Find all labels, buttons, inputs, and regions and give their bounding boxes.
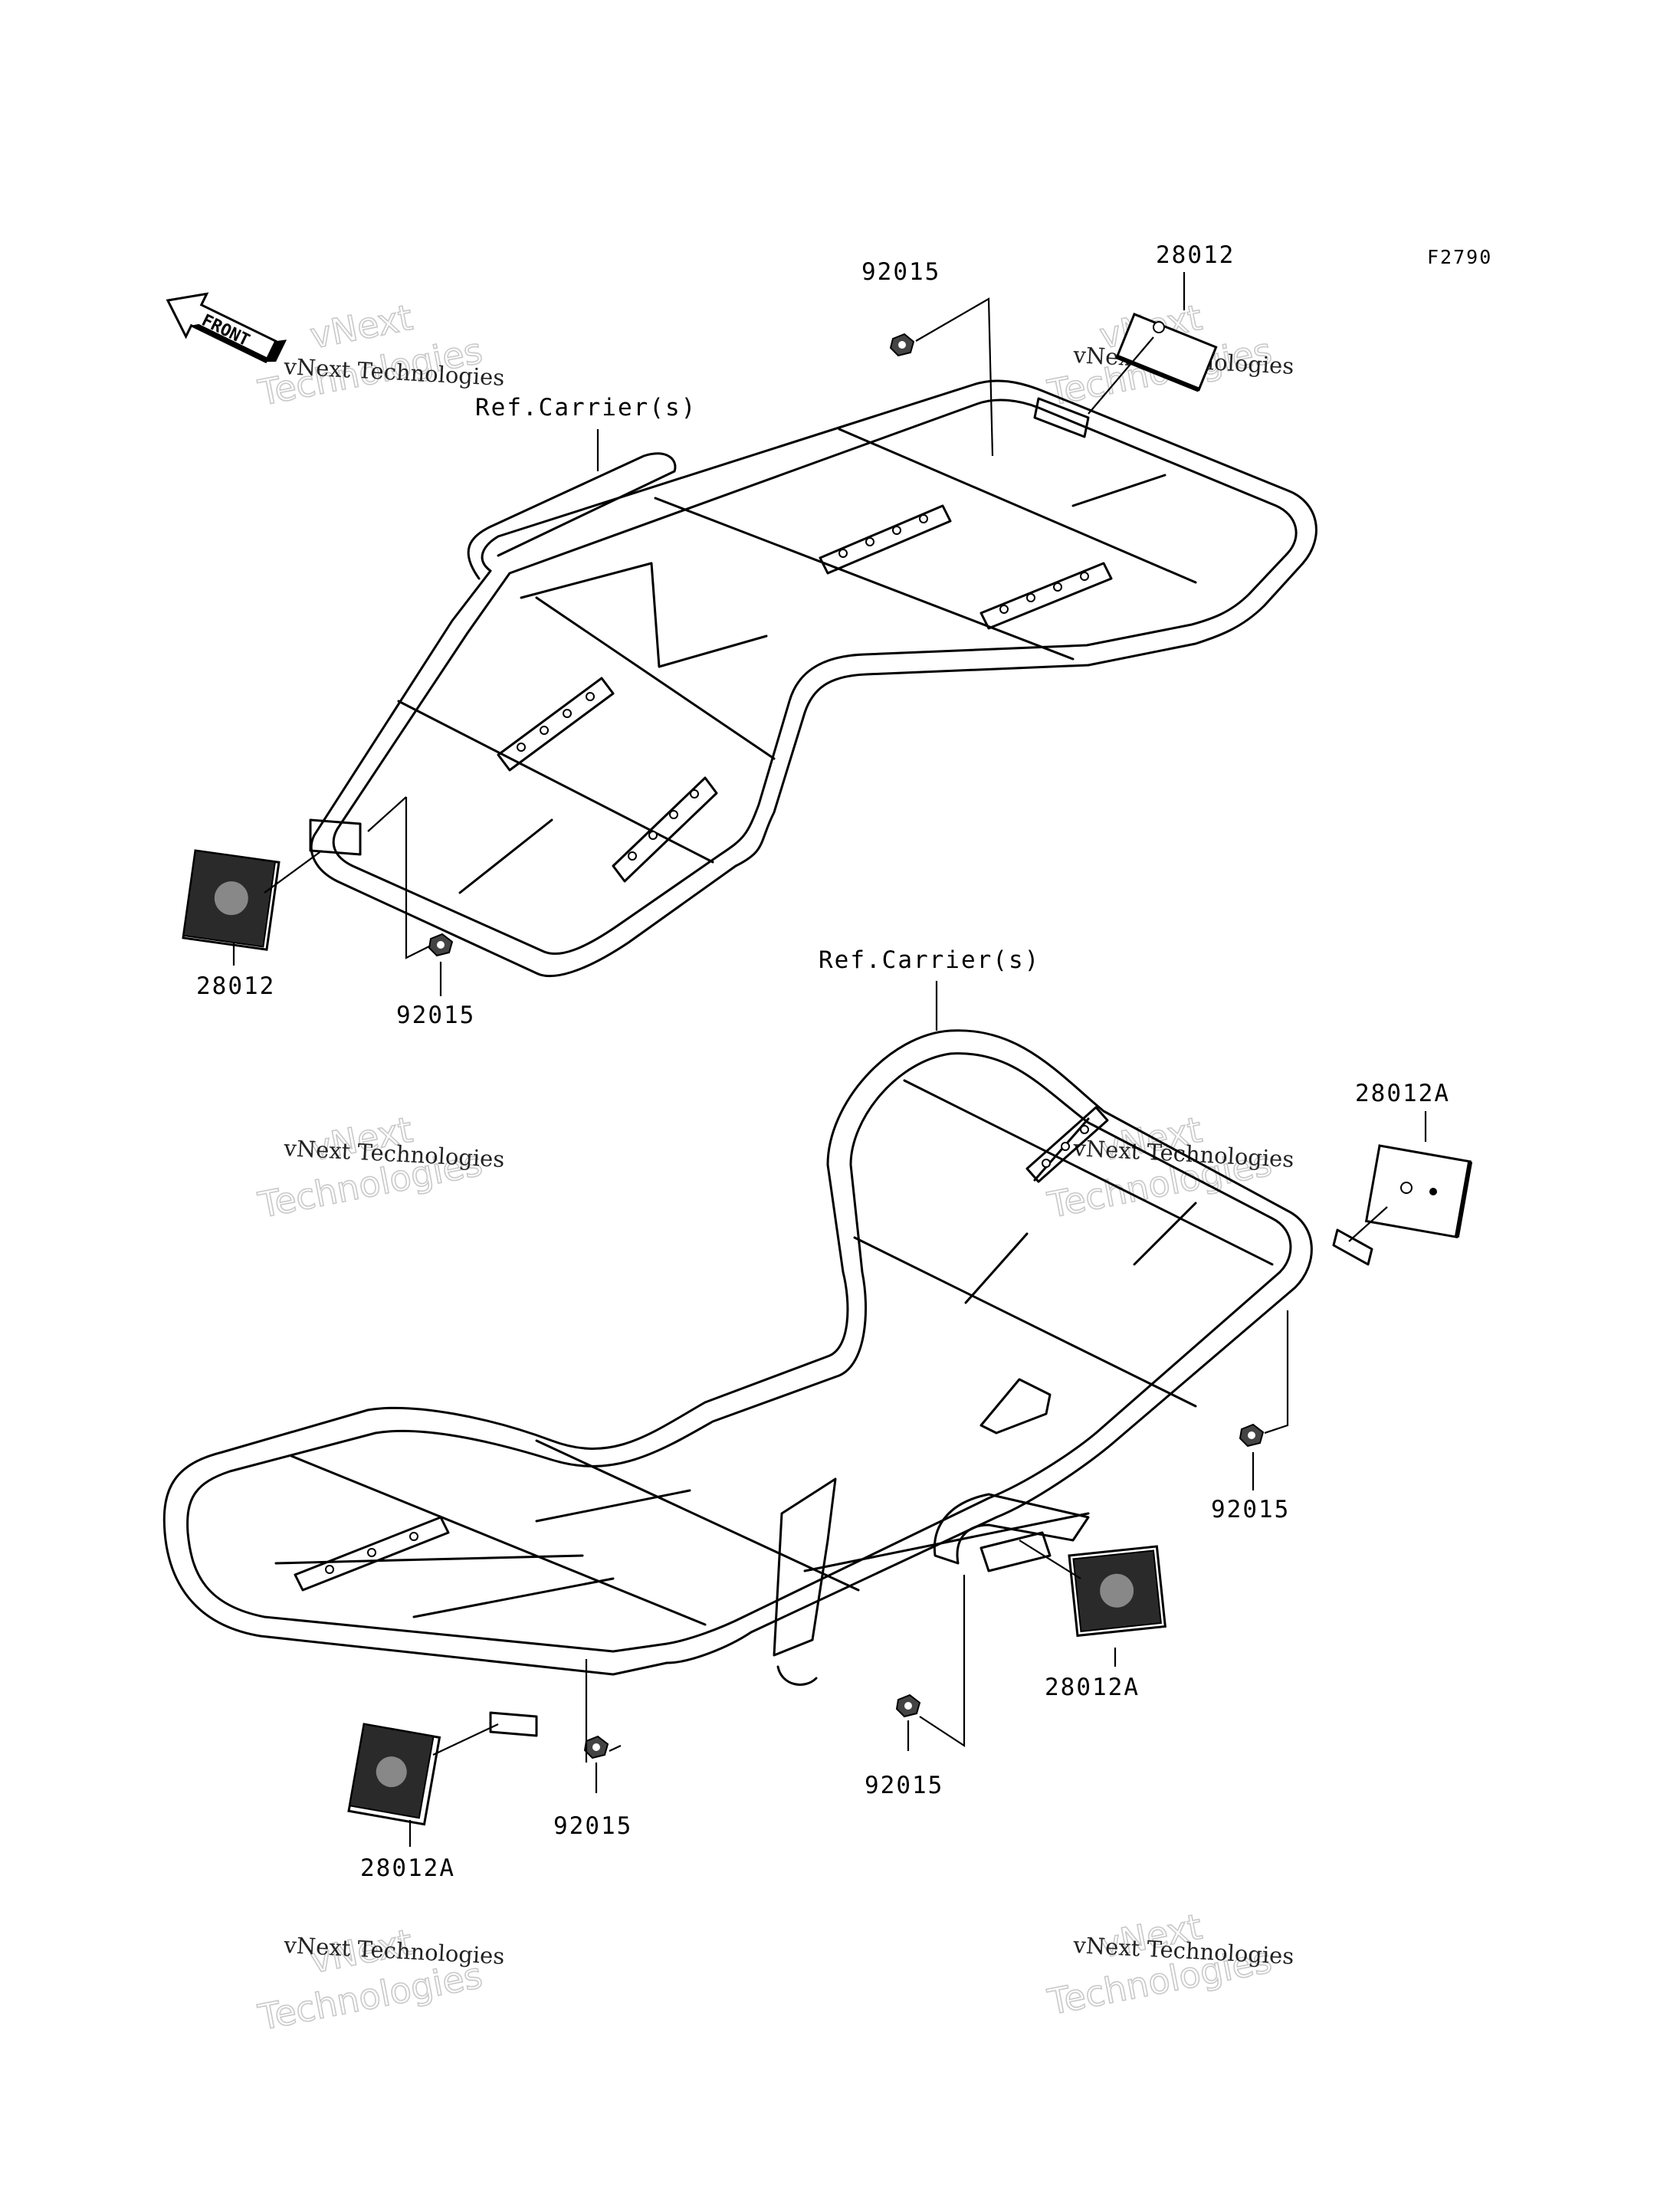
reflector-28012-top <box>1115 313 1218 392</box>
nut-icon <box>1239 1423 1265 1448</box>
lower-carrier-cross-tube <box>853 1236 1197 1408</box>
upper-carrier-cross-tube <box>535 596 776 760</box>
upper-carrier-mount-strip <box>497 677 615 772</box>
upper-carrier-mount-strip <box>979 562 1113 630</box>
upper-carrier-cross-tube <box>654 497 1075 661</box>
part-number-label: 92015 <box>1211 1496 1290 1523</box>
leader-line <box>264 850 323 894</box>
lower-carrier-crossmember <box>773 1477 837 1657</box>
lower-carrier-cross-tube <box>903 1079 1274 1266</box>
nut-icon <box>895 1694 921 1718</box>
upper-carrier-inner-tube <box>332 398 1298 956</box>
leader-line <box>1088 336 1154 415</box>
part-number-label: 28012A <box>1045 1674 1140 1701</box>
upper-carrier-cross-tube <box>397 700 714 864</box>
leader-line <box>405 797 430 959</box>
nut-icon <box>428 933 454 957</box>
lower-carrier-outer-tube <box>162 1029 1313 1676</box>
lower-carrier-cross-tube <box>274 1554 584 1565</box>
reflector-28012-left <box>182 849 281 951</box>
leader-line <box>1348 1206 1388 1242</box>
lower-carrier-frame <box>162 1029 1373 1737</box>
leader-line <box>367 796 407 832</box>
leader-line <box>432 1723 499 1756</box>
lower-carrier-crossmember <box>933 1493 1090 1565</box>
ref-carrier-label-lower: Ref.Carrier(s) <box>819 946 1040 974</box>
lower-carrier-cross-tube <box>1133 1202 1197 1266</box>
upper-carrier-cross-tube <box>458 818 553 894</box>
lower-carrier-cross-tube <box>535 1439 860 1592</box>
lower-carrier-bracket <box>1332 1228 1373 1266</box>
part-number-label: 92015 <box>865 1772 943 1799</box>
lower-carrier-bracket <box>979 1531 1052 1572</box>
upper-carrier-outer-tube <box>310 379 1317 978</box>
part-number-label: 92015 <box>396 1002 475 1029</box>
reflector-28012A-left-bottom <box>347 1723 441 1826</box>
leader-line <box>919 1575 966 1748</box>
leader-line <box>609 1745 622 1752</box>
lower-carrier-cross-tube <box>803 1512 1090 1572</box>
reflector-28012A-right-bottom <box>1068 1545 1166 1638</box>
upper-carrier-frame <box>309 379 1317 978</box>
part-number-label: 28012A <box>360 1854 455 1882</box>
bolt-icon <box>1429 1188 1437 1195</box>
upper-carrier-bracket <box>309 818 362 856</box>
lower-carrier-bracket <box>776 1665 818 1686</box>
lower-carrier-mount-strip <box>1025 1106 1109 1183</box>
upper-carrier-cross-tube <box>1071 474 1166 507</box>
part-number-label: 28012A <box>1355 1080 1450 1107</box>
upper-carrier-cross-tube <box>520 562 768 668</box>
lower-carrier-mount-strip <box>294 1516 450 1592</box>
bolt-icon <box>1153 321 1165 333</box>
leader-line <box>915 297 994 457</box>
lower-carrier-inner-tube <box>186 1052 1292 1653</box>
lower-carrier-crossmember <box>979 1378 1052 1435</box>
nut-icon <box>583 1735 609 1759</box>
bolt-icon <box>1400 1182 1413 1194</box>
lower-carrier-cross-tube <box>535 1489 691 1523</box>
front-arrow-icon: FRONT <box>166 292 287 364</box>
lower-carrier-cross-tube <box>1033 1117 1090 1182</box>
part-number-label: 28012 <box>196 972 275 1000</box>
lower-carrier-cross-tube <box>412 1577 615 1618</box>
upper-carrier-mount-strip <box>819 504 952 575</box>
part-number-label: 92015 <box>553 1812 632 1840</box>
ref-carrier-label-upper: Ref.Carrier(s) <box>475 394 697 421</box>
nut-icon <box>889 333 915 357</box>
part-number-label: 92015 <box>861 258 940 286</box>
upper-carrier-bracket <box>1033 397 1090 438</box>
leader-line <box>1019 1540 1081 1579</box>
lower-carrier-cross-tube <box>964 1232 1029 1304</box>
upper-carrier-cross-tube <box>838 428 1197 584</box>
upper-carrier-handle <box>467 452 677 580</box>
lower-carrier-cross-tube <box>290 1454 707 1626</box>
figure-code: F2790 <box>1427 246 1492 268</box>
watermark-bottom-left: vNext Technologies <box>254 1920 486 2039</box>
leader-line <box>1264 1310 1289 1435</box>
lower-carrier-bracket <box>489 1711 538 1737</box>
part-number-label: 28012 <box>1156 241 1235 269</box>
upper-carrier-mount-strip <box>612 776 718 883</box>
reflector-28012A-right-top <box>1364 1144 1473 1239</box>
